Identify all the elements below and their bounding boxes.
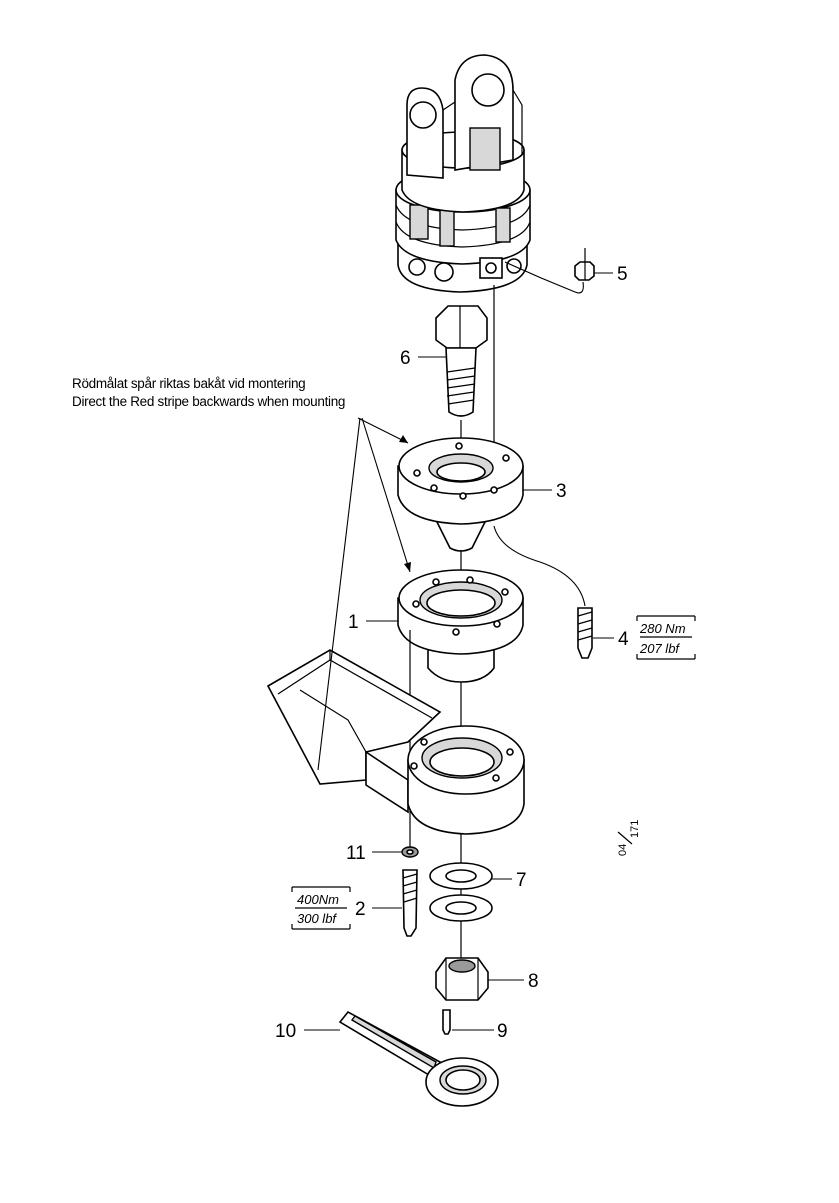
part-8-nut xyxy=(435,957,489,1001)
part-3-flange xyxy=(397,437,524,552)
callout-10: 10 xyxy=(275,1021,296,1042)
callout-11: 11 xyxy=(346,843,366,864)
note-arrow-upper xyxy=(357,417,409,444)
note-english: Direct the Red stripe backwards when mou… xyxy=(72,394,345,409)
torque-lbf-part-2: 300 lbf xyxy=(297,911,337,926)
torque-box-part-2: 400Nm 300 lbf xyxy=(291,886,351,930)
note-arrow-boom xyxy=(317,417,361,771)
part-5-nut xyxy=(574,248,595,281)
callout-1: 1 xyxy=(348,612,359,633)
part-9-screw xyxy=(442,1009,451,1035)
part-2-bolt xyxy=(402,869,418,937)
callout-9: 9 xyxy=(497,1021,508,1042)
torque-box-part-4: 280 Nm 207 lbf xyxy=(636,615,696,660)
callout-4: 4 xyxy=(618,629,629,650)
callout-7: 7 xyxy=(516,870,527,891)
callout-2: 2 xyxy=(355,899,366,920)
part-10-wrench xyxy=(338,1010,499,1107)
torque-lbf-part-4: 207 lbf xyxy=(639,641,680,656)
part-6-bolt xyxy=(435,305,488,417)
part-11-washer xyxy=(401,846,419,858)
torque-nm-part-2: 400Nm xyxy=(297,892,339,907)
torque-nm-part-4: 280 Nm xyxy=(639,621,686,636)
callout-3: 3 xyxy=(556,481,567,502)
note-arrow-lower xyxy=(361,417,411,573)
callout-5: 5 xyxy=(617,264,628,285)
part-7-washers xyxy=(429,862,493,922)
leader-4-path xyxy=(493,525,586,607)
part-1-ring xyxy=(397,569,524,683)
figure-ref-top: 04 xyxy=(617,844,629,856)
part-4-bolt xyxy=(577,607,593,659)
boom-arm xyxy=(266,649,525,835)
figure-ref-bottom: 171 xyxy=(629,820,641,838)
leader-5-path xyxy=(504,261,584,294)
callout-8: 8 xyxy=(528,971,539,992)
callout-6: 6 xyxy=(400,348,411,369)
rotator-unit xyxy=(395,54,531,293)
note-swedish: Rödmålat spår riktas bakåt vid montering xyxy=(72,376,305,391)
figure-reference: 04 171 xyxy=(617,820,641,856)
